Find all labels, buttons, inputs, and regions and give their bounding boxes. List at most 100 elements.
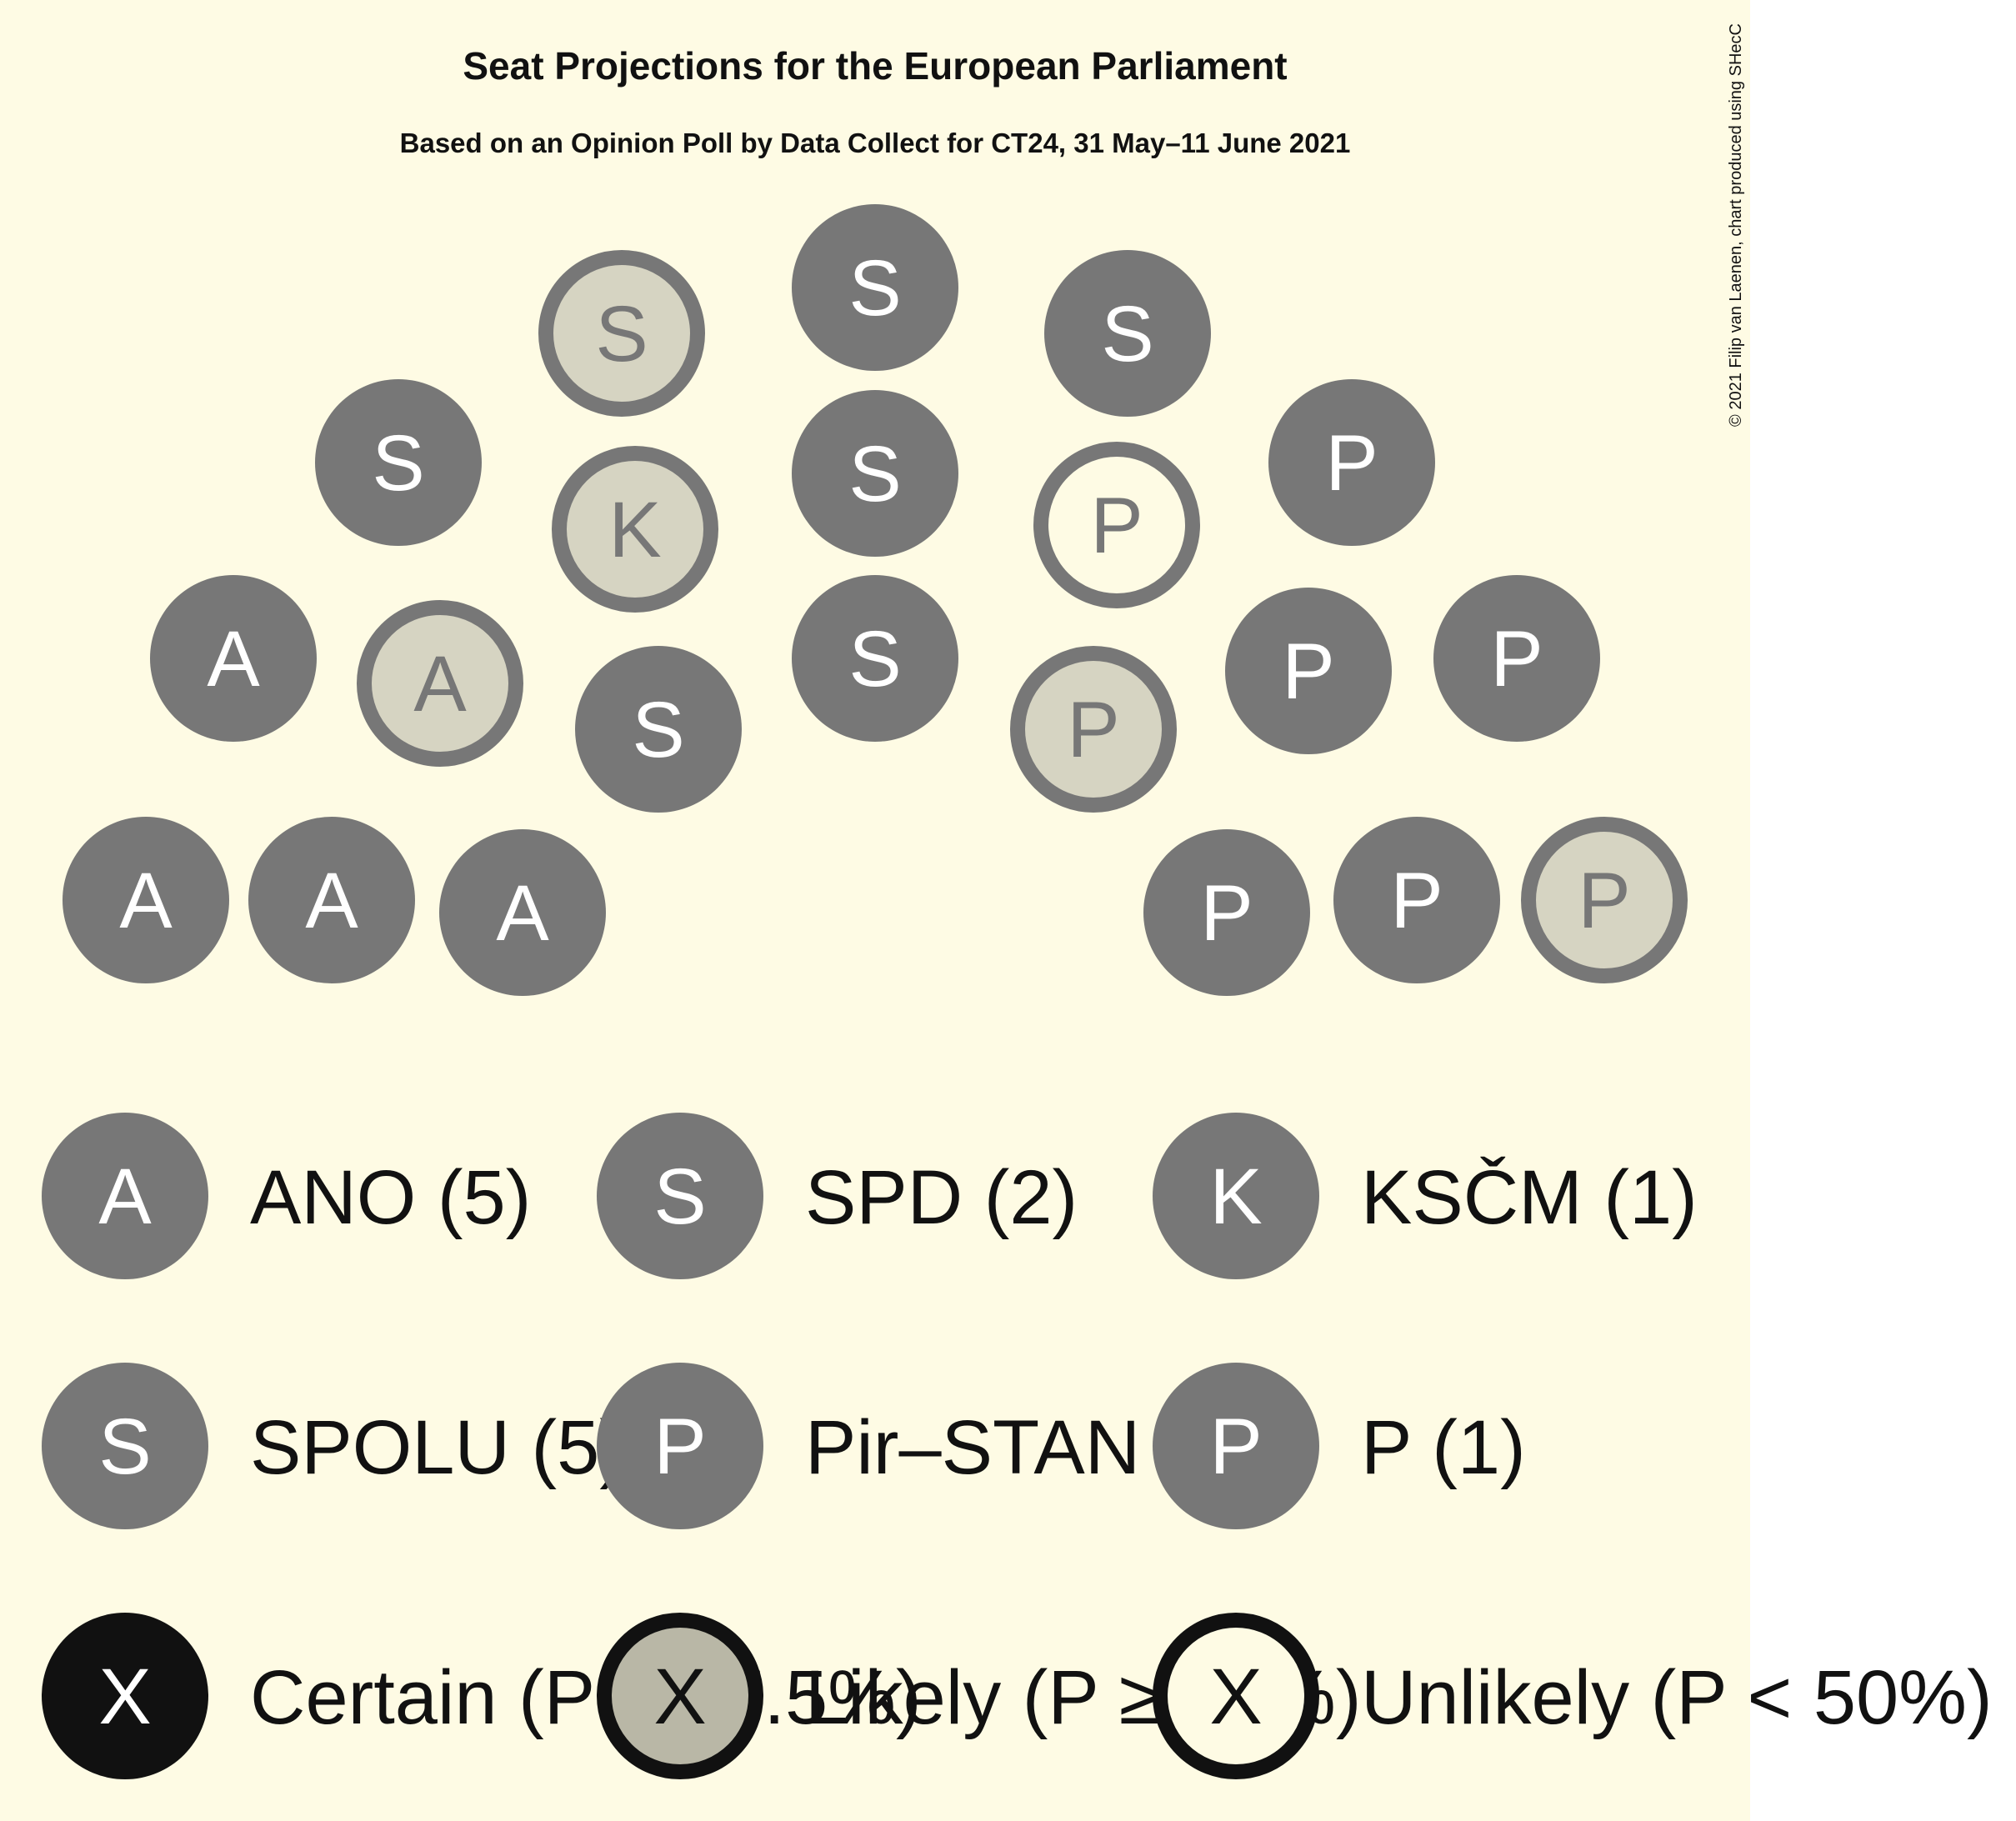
seat-circle [1044, 250, 1211, 417]
seat-spolu-12: S [792, 204, 958, 371]
seat-circle [1268, 379, 1435, 546]
seat-circle [315, 379, 482, 546]
seat-pir-stan-19: P [1143, 829, 1310, 996]
seat-circle [1143, 829, 1310, 996]
seat-letter: P [1282, 628, 1334, 716]
chart-subtitle: Based on an Opinion Poll by Data Collect… [400, 128, 1351, 158]
seat-ano-3: A [439, 829, 606, 996]
seat-spolu-10: S [792, 575, 958, 742]
legend-item-spd-2: S SPD (2) [597, 1113, 1078, 1279]
seat-pir-stan-16: P [1268, 379, 1435, 546]
seat-ano-1: A [63, 817, 229, 983]
legend-swatch-letter: X [1209, 1653, 1262, 1741]
chart-title: Seat Projections for the European Parlia… [463, 44, 1287, 88]
seat-pir-stan-15: P [1010, 646, 1177, 813]
seat-circle [538, 250, 705, 417]
legend-swatch [1153, 1613, 1319, 1779]
seat-circle [1010, 646, 1177, 813]
seat-letter: P [1067, 686, 1119, 774]
legend-item-ano-5: A ANO (5) [42, 1113, 531, 1279]
legend-item-p-1: P P (1) [1153, 1363, 1526, 1529]
seat-letter: S [848, 430, 901, 518]
seat-pir-stan-18: P [1433, 575, 1600, 742]
legend-swatch [42, 1363, 208, 1529]
seat-circle [63, 817, 229, 983]
seat-circle [552, 446, 718, 613]
seat-ano-2: A [248, 817, 415, 983]
legend-swatch-letter: S [653, 1153, 706, 1241]
legend-item-spolu-5: S SPOLU (5) [42, 1363, 625, 1529]
legend-swatch [1153, 1113, 1319, 1279]
seat-letter: A [207, 615, 260, 703]
legend-swatch-letter: K [1209, 1153, 1262, 1241]
seat-circle [357, 600, 523, 767]
seat-ks-m-8: K [552, 446, 718, 613]
legend-label: P (1) [1361, 1405, 1526, 1490]
seat-pir-stan-17: P [1225, 588, 1392, 754]
seat-letter: S [1101, 290, 1153, 378]
seat-circle [1433, 575, 1600, 742]
seat-letter: S [595, 290, 648, 378]
legend-label: ANO (5) [250, 1155, 531, 1240]
seat-circle [792, 575, 958, 742]
seat-spolu-9: S [575, 646, 742, 813]
seat-ano-5: A [357, 600, 523, 767]
seat-spolu-13: S [1044, 250, 1211, 417]
legend-swatch [597, 1363, 763, 1529]
seat-circle [150, 575, 317, 742]
chart-credit: © 2021 Filip van Laenen, chart produced … [1727, 23, 1745, 427]
seat-circle [248, 817, 415, 983]
legend-swatch-letter: X [653, 1653, 706, 1741]
seat-circle [1225, 588, 1392, 754]
seat-letter: P [1490, 615, 1543, 703]
legend-swatch [1153, 1363, 1319, 1529]
legend-label: SPOLU (5) [250, 1405, 625, 1490]
legend-swatch [597, 1613, 763, 1779]
legend-label: Unlikely (P < 50%) [1361, 1655, 1993, 1740]
legend-label: KSČM (1) [1361, 1155, 1698, 1240]
legend-swatch [42, 1113, 208, 1279]
legend-swatch-letter: P [653, 1403, 706, 1491]
legend-swatch [42, 1613, 208, 1779]
legend-item-unlikely-p-50: X Unlikely (P < 50%) [1153, 1613, 1993, 1779]
seat-letter: A [413, 640, 467, 728]
legend-swatch-letter: X [98, 1653, 151, 1741]
seat-letter: S [848, 244, 901, 333]
legend-label: Certain (P ≥ 97.5%) [250, 1655, 922, 1740]
legend-swatch-letter: A [98, 1153, 152, 1241]
seat-letter: P [1390, 857, 1443, 945]
seat-letter: S [848, 615, 901, 703]
seat-letter: S [372, 419, 424, 508]
seat-letter: P [1200, 869, 1253, 958]
seat-spd-6: S [315, 379, 482, 546]
seats-group: A A A A A S S K S S S S S P P P P P P P P [63, 204, 1688, 996]
seat-letter: P [1325, 419, 1378, 508]
seat-letter: K [608, 486, 661, 574]
seat-letter: A [305, 857, 358, 945]
seat-letter: P [1578, 857, 1630, 945]
seat-spolu-11: S [792, 390, 958, 557]
legend-label: SPD (2) [805, 1155, 1078, 1240]
seat-ano-4: A [150, 575, 317, 742]
legend-swatch-letter: S [98, 1403, 151, 1491]
seat-pir-stan-20: P [1333, 817, 1500, 983]
legend-swatch [597, 1113, 763, 1279]
seat-letter: A [496, 869, 549, 958]
seat-letter: A [119, 857, 173, 945]
seat-circle [439, 829, 606, 996]
seat-letter: P [1090, 482, 1143, 570]
seat-letter: S [632, 686, 684, 774]
seat-circle [792, 390, 958, 557]
seat-circle [792, 204, 958, 371]
legend-item-ks-m-1: K KSČM (1) [1153, 1113, 1698, 1279]
seat-pir-stan-14: P [1033, 442, 1200, 608]
seat-p-21: P [1521, 817, 1688, 983]
legend-swatch-letter: P [1209, 1403, 1262, 1491]
seat-circle [1521, 817, 1688, 983]
seat-circle [1333, 817, 1500, 983]
seat-spd-7: S [538, 250, 705, 417]
seat-circle [575, 646, 742, 813]
